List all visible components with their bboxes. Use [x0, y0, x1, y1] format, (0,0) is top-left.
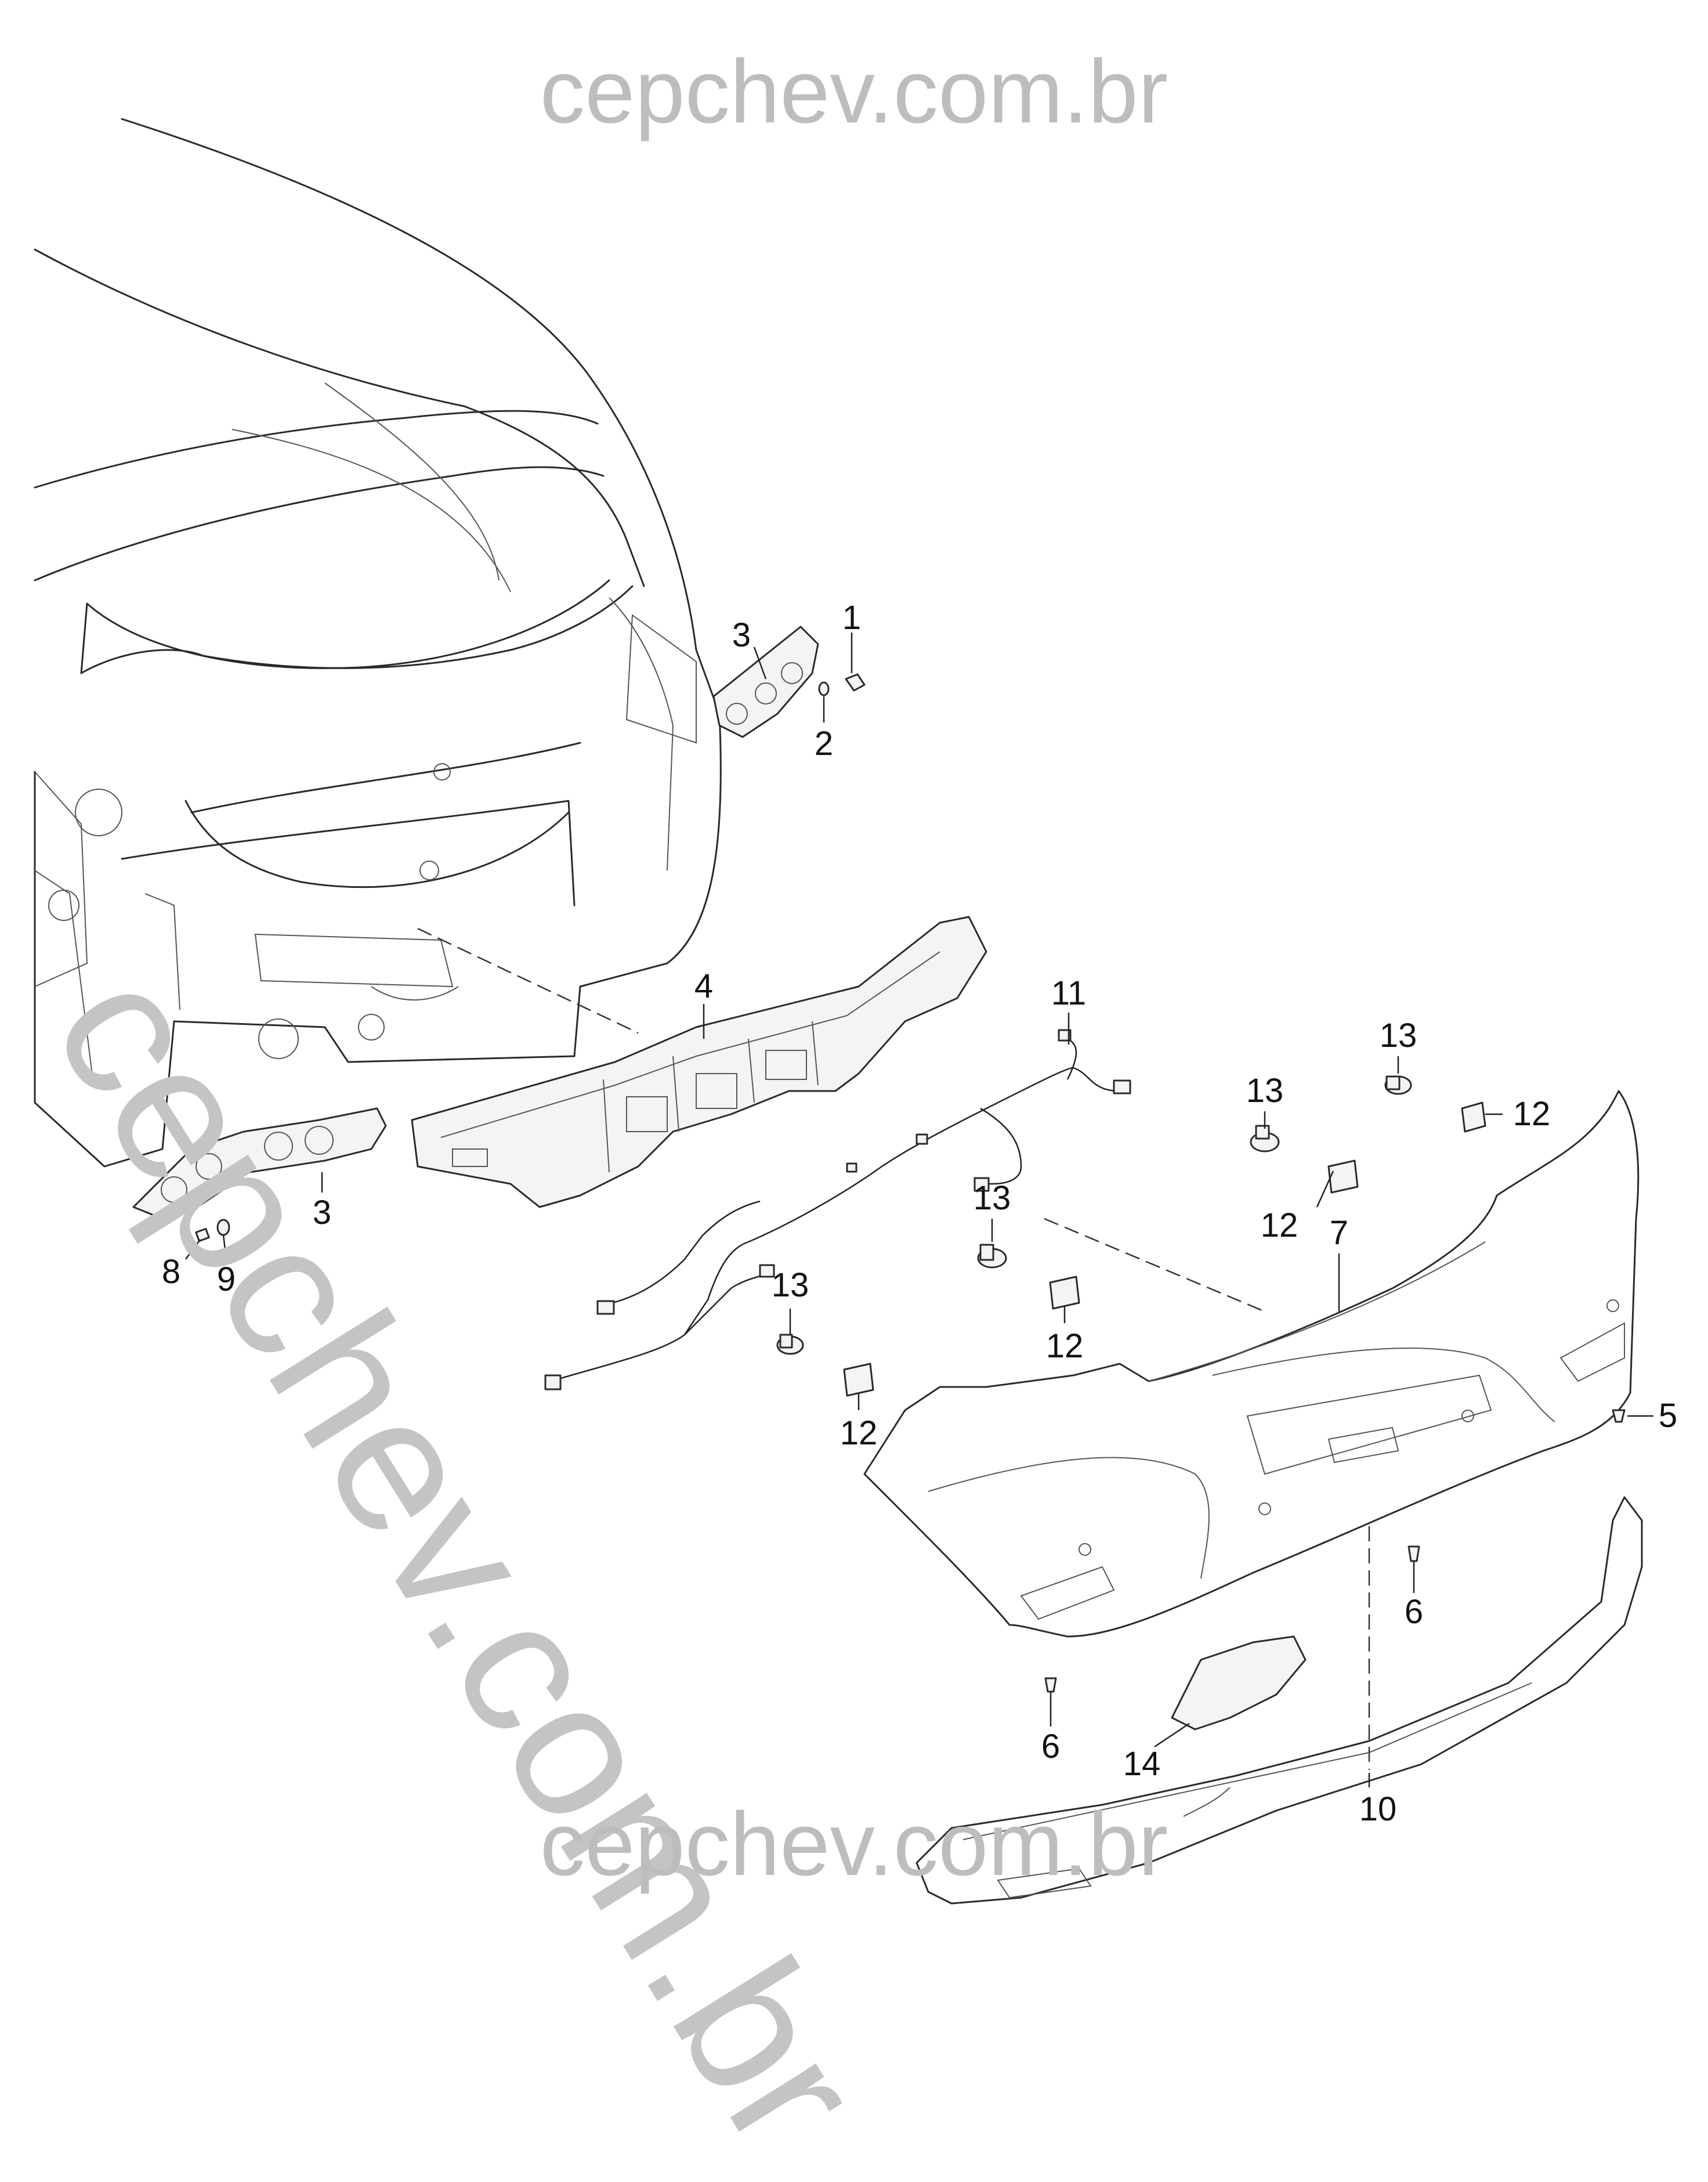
part-5-fastener: [1612, 1409, 1653, 1423]
part-10-lower-valance: [915, 1496, 1643, 1905]
part-6-fastener-b: [1044, 1677, 1057, 1726]
part-1-fastener: [845, 673, 866, 692]
callout-12-b: 12: [1260, 1206, 1298, 1244]
assembly-line-beam: [417, 927, 639, 1034]
callout-12-d: 12: [839, 1414, 878, 1452]
callout-2: 2: [814, 725, 834, 763]
part-11-wiring-harness: [544, 1029, 1131, 1390]
callout-leaders: [184, 633, 1503, 1787]
callout-3-lower: 3: [312, 1194, 332, 1231]
part-13-sensor-d: [776, 1334, 804, 1355]
part-3-upper-bracket: [712, 626, 819, 738]
callout-4: 4: [694, 967, 714, 1005]
callout-6-right: 6: [1404, 1593, 1424, 1631]
callout-5: 5: [1658, 1397, 1678, 1435]
callout-7: 7: [1329, 1214, 1349, 1252]
part-7-bumper-fascia: [863, 1090, 1640, 1638]
vehicle-rear-body: [34, 118, 722, 1168]
callout-13-b: 13: [1246, 1072, 1284, 1110]
part-12-bracket-a: [1461, 1101, 1486, 1133]
callout-12-a: 12: [1512, 1095, 1551, 1133]
callout-10: 10: [1359, 1790, 1397, 1828]
part-2-fastener: [818, 681, 830, 696]
part-13-sensor-c: [977, 1244, 1007, 1269]
callout-9: 9: [216, 1260, 236, 1298]
part-14-reflector-cover: [1154, 1635, 1307, 1748]
parts-diagram: [34, 118, 1653, 1905]
callout-13-d: 13: [771, 1266, 809, 1304]
callout-6-left: 6: [1041, 1728, 1061, 1765]
part-12-bracket-d: [843, 1363, 874, 1397]
part-6-fastener-a: [1407, 1545, 1420, 1593]
part-12-bracket-b: [1327, 1159, 1359, 1194]
callout-13-c: 13: [973, 1179, 1011, 1217]
callout-1: 1: [842, 599, 862, 637]
part-13-sensor-b: [1384, 1075, 1412, 1095]
callout-11: 11: [1051, 974, 1087, 1012]
callout-13-a: 13: [1379, 1017, 1417, 1054]
part-13-sensor-a: [1250, 1125, 1280, 1153]
watermark-top: cepchev.com.br: [540, 41, 1168, 142]
assembly-line-fascia: [1044, 1218, 1265, 1313]
part-3-lower-bracket: [132, 1107, 387, 1220]
callout-14: 14: [1123, 1745, 1161, 1783]
watermark-bottom: cepchev.com.br: [540, 1794, 1168, 1894]
callout-12-c: 12: [1045, 1327, 1084, 1365]
part-12-bracket-c: [1049, 1276, 1080, 1310]
callout-8: 8: [161, 1253, 181, 1291]
part-4-bumper-beam: [411, 916, 987, 1208]
part-8-fastener: [195, 1227, 210, 1242]
callout-3-upper: 3: [732, 616, 751, 654]
